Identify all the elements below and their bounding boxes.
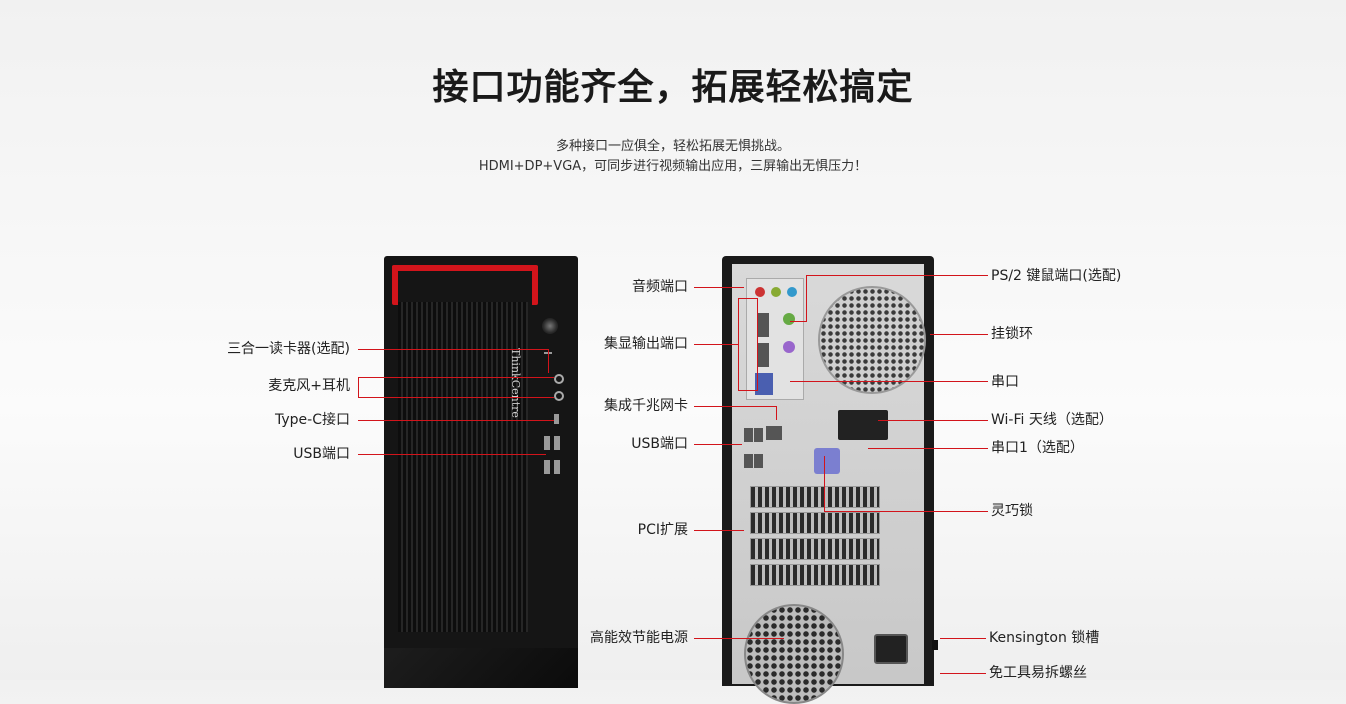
displayport-icon (757, 313, 769, 337)
leader-line (868, 448, 988, 449)
label-card-reader: 三合一读卡器(选配) (227, 341, 350, 357)
rear-tower-image (722, 256, 938, 704)
leader-line (358, 349, 548, 350)
label-lan: 集成千兆网卡 (604, 398, 688, 414)
headphone-jack-icon (554, 391, 564, 401)
pci-slot (750, 486, 880, 508)
front-handle (392, 265, 538, 305)
psu-fan-grille (744, 604, 844, 704)
usb-port-icon (744, 428, 753, 442)
leader-line (790, 381, 988, 382)
front-bottom-panel (384, 648, 578, 688)
hdmi-port-icon (757, 343, 769, 367)
page-title: 接口功能齐全，拓展轻松搞定 (432, 67, 914, 108)
label-front-usb: USB端口 (293, 446, 350, 462)
leader-line (738, 390, 758, 391)
leader-line (358, 454, 546, 455)
label-mic-headphone: 麦克风+耳机 (268, 378, 350, 394)
wifi-antenna-mount (838, 410, 888, 440)
usb-port-icon (754, 428, 763, 442)
usb-port-icon (744, 454, 753, 468)
kensington-slot-icon (932, 640, 938, 650)
label-lock-ring: 挂锁环 (991, 326, 1033, 342)
leader-line (694, 444, 742, 445)
leader-line (930, 334, 988, 335)
audio-jack-icon (771, 287, 781, 297)
label-screw: 免工具易拆螺丝 (989, 665, 1087, 681)
front-tower-image: ThinkCentre (384, 256, 578, 688)
io-shield (746, 278, 804, 400)
mic-jack-icon (554, 374, 564, 384)
leader-line (358, 377, 359, 397)
pci-slot (750, 538, 880, 560)
audio-jack-icon (787, 287, 797, 297)
leader-line (940, 673, 986, 674)
label-psu: 高能效节能电源 (590, 630, 688, 646)
leader-line (694, 406, 776, 407)
power-button-icon (542, 318, 558, 334)
leader-line (824, 511, 988, 512)
leader-line (738, 298, 739, 390)
leader-line (738, 298, 758, 299)
brand-logo: ThinkCentre (509, 348, 522, 418)
label-kensington: Kensington 锁槽 (989, 630, 1100, 646)
usb-port-icon (554, 460, 560, 474)
label-serial1: 串口1（选配） (991, 440, 1084, 456)
ps2-port-icon (783, 341, 795, 353)
leader-line (358, 377, 554, 378)
subtitle-line-1: 多种接口一应俱全，轻松拓展无惧挑战。 (555, 139, 790, 154)
label-rear-usb: USB端口 (631, 436, 688, 452)
leader-line (694, 638, 784, 639)
label-smart-lock: 灵巧锁 (991, 503, 1033, 519)
label-serial: 串口 (991, 374, 1019, 390)
leader-line (757, 298, 758, 390)
label-type-c: Type-C接口 (275, 412, 350, 428)
leader-line (776, 406, 777, 420)
lan-port-icon (766, 426, 782, 440)
usb-port-icon (544, 436, 550, 450)
leader-line (358, 420, 554, 421)
leader-line (548, 349, 549, 373)
label-display-out: 集显输出端口 (604, 336, 688, 352)
ps2-port-icon (783, 313, 795, 325)
label-audio: 音频端口 (632, 279, 688, 295)
smart-lock-icon (814, 448, 840, 474)
rear-fan-grille (818, 286, 926, 394)
label-pci: PCI扩展 (637, 522, 688, 538)
subtitle-line-2: HDMI+DP+VGA，可同步进行视频输出应用，三屏输出无惧压力！ (478, 159, 868, 174)
usb-port-icon (754, 454, 763, 468)
usb-port-icon (554, 436, 560, 450)
leader-line (940, 638, 986, 639)
pci-slot (750, 512, 880, 534)
leader-line (358, 397, 554, 398)
usb-port-icon (544, 460, 550, 474)
rear-panel (732, 264, 938, 704)
pci-slot (750, 564, 880, 586)
leader-line (694, 287, 744, 288)
vga-port-icon (755, 373, 773, 395)
leader-line (824, 456, 825, 511)
leader-line (694, 530, 744, 531)
audio-jack-icon (755, 287, 765, 297)
label-wifi: Wi-Fi 天线（选配） (991, 412, 1113, 428)
leader-line (806, 275, 807, 321)
leader-line (878, 420, 988, 421)
leader-line (806, 275, 988, 276)
front-fins (398, 302, 528, 632)
leader-line (790, 321, 807, 322)
leader-line (694, 344, 738, 345)
label-ps2: PS/2 键鼠端口(选配) (991, 268, 1122, 284)
power-socket-icon (874, 634, 908, 664)
type-c-port-icon (554, 414, 559, 424)
